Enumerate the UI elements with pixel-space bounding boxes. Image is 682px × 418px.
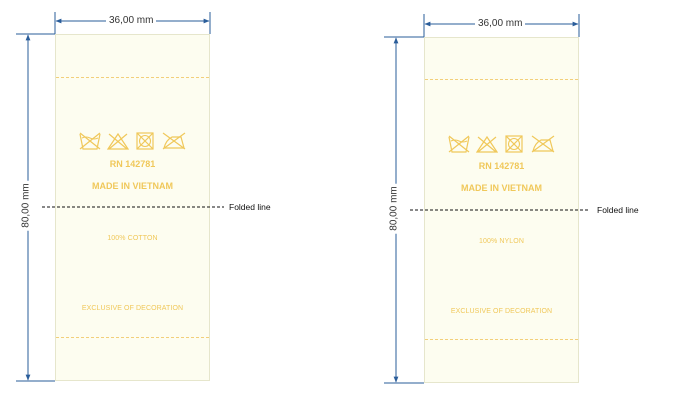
country-of-origin: MADE IN VIETNAM [461,183,542,193]
fold-line-label: Folded line [597,205,639,215]
seam-line-top [56,77,209,78]
do-not-tumble-dry-icon [504,135,523,153]
fabric-content: 100% COTTON [107,235,158,242]
do-not-bleach-icon [106,132,129,150]
do-not-tumble-dry-icon [135,132,154,150]
do-not-iron-icon [531,135,554,153]
exclusive-note: EXCLUSIVE OF DECORATION [450,308,553,315]
fabric-content: 100% NYLON [479,238,524,245]
rn-number: RN 142781 [109,159,156,169]
care-label-2: RN 142781 MADE IN VIETNAM 100% NYLON EXC… [424,37,579,383]
seam-line-bottom [425,339,578,340]
do-not-bleach-icon [475,135,498,153]
exclusive-note: EXCLUSIVE OF DECORATION [81,305,184,312]
country-of-origin: MADE IN VIETNAM [92,181,173,191]
care-icons [56,132,209,150]
care-icons [425,135,578,153]
width-dimension-text: 36,00 mm [475,18,526,29]
do-not-iron-icon [162,132,185,150]
fold-line-label: Folded line [229,202,271,212]
seam-line-top [425,79,578,80]
rn-number: RN 142781 [478,161,525,171]
width-dimension-text: 36,00 mm [106,15,157,26]
seam-line-bottom [56,337,209,338]
do-not-wash-icon [447,135,470,153]
do-not-wash-icon [78,132,101,150]
